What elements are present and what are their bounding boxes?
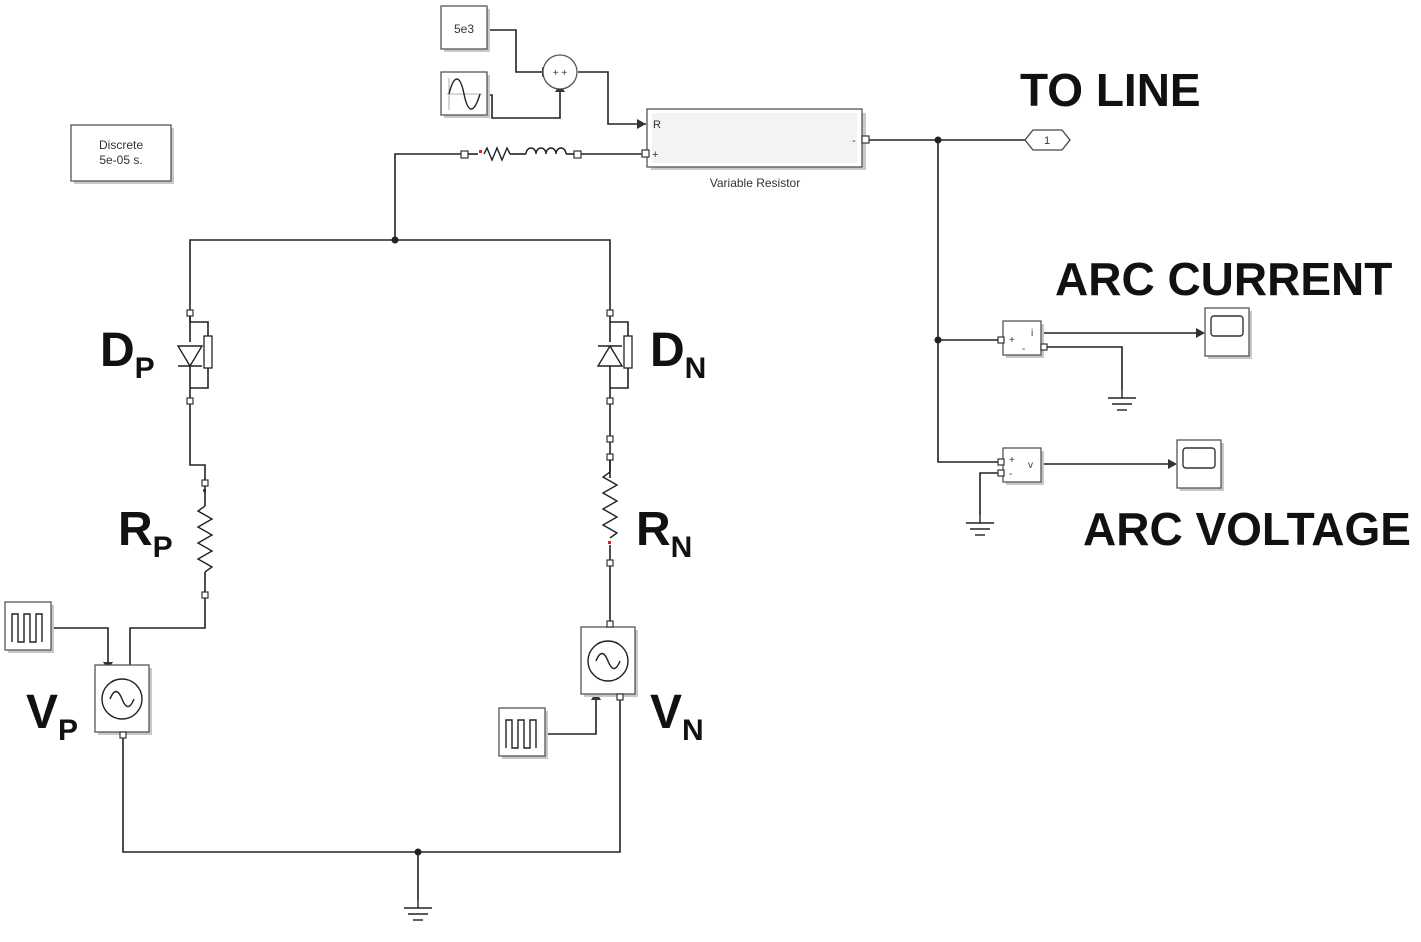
constant-value: 5e3 <box>454 22 474 36</box>
wire-node-rl <box>394 153 464 240</box>
arc-voltage-label: ARC VOLTAGE <box>1083 503 1411 555</box>
current-meas-out: i <box>1031 328 1033 339</box>
resistor-port-r: R <box>653 119 661 131</box>
junction-current <box>934 336 942 344</box>
wire-voltage-ground <box>979 472 1000 515</box>
dp-label: DP <box>100 324 155 385</box>
arrow-to-scope-v <box>1168 459 1177 469</box>
resistor-rn-block[interactable] <box>601 435 619 567</box>
wire-vertical-bus <box>937 140 1000 463</box>
variable-resistor-label: Variable Resistor <box>710 176 800 190</box>
wire-top-rail <box>189 239 611 312</box>
junction-output <box>934 136 942 144</box>
arrow-to-r <box>637 119 646 129</box>
junction-bottom <box>414 848 422 856</box>
wire-dp-rp <box>189 402 206 480</box>
wire-bottom-loop <box>122 696 621 853</box>
controlled-voltage-source-vn[interactable] <box>580 620 638 701</box>
wire-rp-vp <box>129 595 206 665</box>
voltage-meas-out: v <box>1028 460 1033 471</box>
solver-line2: 5e-05 s. <box>99 153 142 167</box>
pulse-generator-icon[interactable] <box>498 707 548 759</box>
current-measurement-block[interactable]: + - i <box>997 320 1048 358</box>
voltage-meas-minus: - <box>1009 469 1012 480</box>
wire-pulse-vp <box>52 627 109 662</box>
sum-icon[interactable]: + + <box>542 54 578 90</box>
port <box>606 397 614 405</box>
inductor-icon <box>525 147 567 155</box>
ground-icon[interactable] <box>1108 390 1136 411</box>
dn-label: DN <box>650 324 706 385</box>
ground-icon[interactable] <box>404 900 432 921</box>
diode-dp-block[interactable] <box>176 309 213 405</box>
sum-signs: + + <box>553 68 568 79</box>
voltage-measurement-block[interactable]: + - v <box>997 447 1044 485</box>
rp-label: RP <box>118 503 173 564</box>
rn-label: RN <box>636 503 692 564</box>
variable-resistor-block[interactable]: R + - Variable Resistor <box>641 108 870 190</box>
scope-icon[interactable] <box>1204 307 1252 359</box>
port <box>186 309 194 317</box>
resistor-port-plus: + <box>652 149 658 161</box>
diode-icon <box>176 345 204 368</box>
controlled-voltage-source-vp[interactable] <box>94 664 152 739</box>
resistor-icon <box>483 146 511 162</box>
to-line-label: TO LINE <box>1020 64 1201 116</box>
resistor-rp-block[interactable] <box>196 479 214 599</box>
resistor-icon <box>601 471 619 539</box>
scope-icon[interactable] <box>1176 439 1224 491</box>
constant-block-icon[interactable]: 5e3 <box>440 5 490 52</box>
resistor-icon <box>196 505 214 573</box>
series-rl-branch[interactable] <box>460 146 582 162</box>
port <box>186 397 194 405</box>
wire-constant-sum <box>488 29 542 73</box>
wire-pulse-vn <box>548 700 597 735</box>
wires <box>52 29 1205 900</box>
wire-current-ground <box>1044 346 1123 390</box>
resistor-port-minus: - <box>852 135 856 147</box>
diode-dn-block[interactable] <box>596 309 633 405</box>
sine-wave-source-icon[interactable] <box>440 71 490 118</box>
port <box>606 309 614 317</box>
ground-icon[interactable] <box>966 515 994 536</box>
vn-label: VN <box>650 686 704 747</box>
current-meas-minus: - <box>1022 344 1025 355</box>
arrow-to-scope-i <box>1196 328 1205 338</box>
outport-block[interactable]: 1 <box>1024 129 1071 151</box>
powergui-solver-block[interactable]: Discrete 5e-05 s. <box>70 124 174 184</box>
vp-label: VP <box>26 686 78 747</box>
outport-number: 1 <box>1044 135 1050 147</box>
voltage-meas-plus: + <box>1009 455 1015 466</box>
wire-sum-resistor <box>578 71 646 125</box>
pulse-generator-icon[interactable] <box>4 601 54 653</box>
diode-icon <box>596 344 624 367</box>
arc-current-label: ARC CURRENT <box>1055 253 1392 305</box>
solver-line1: Discrete <box>99 138 143 152</box>
junction-top <box>391 236 399 244</box>
wire-sine-sum <box>488 92 561 119</box>
current-meas-plus: + <box>1009 335 1015 346</box>
